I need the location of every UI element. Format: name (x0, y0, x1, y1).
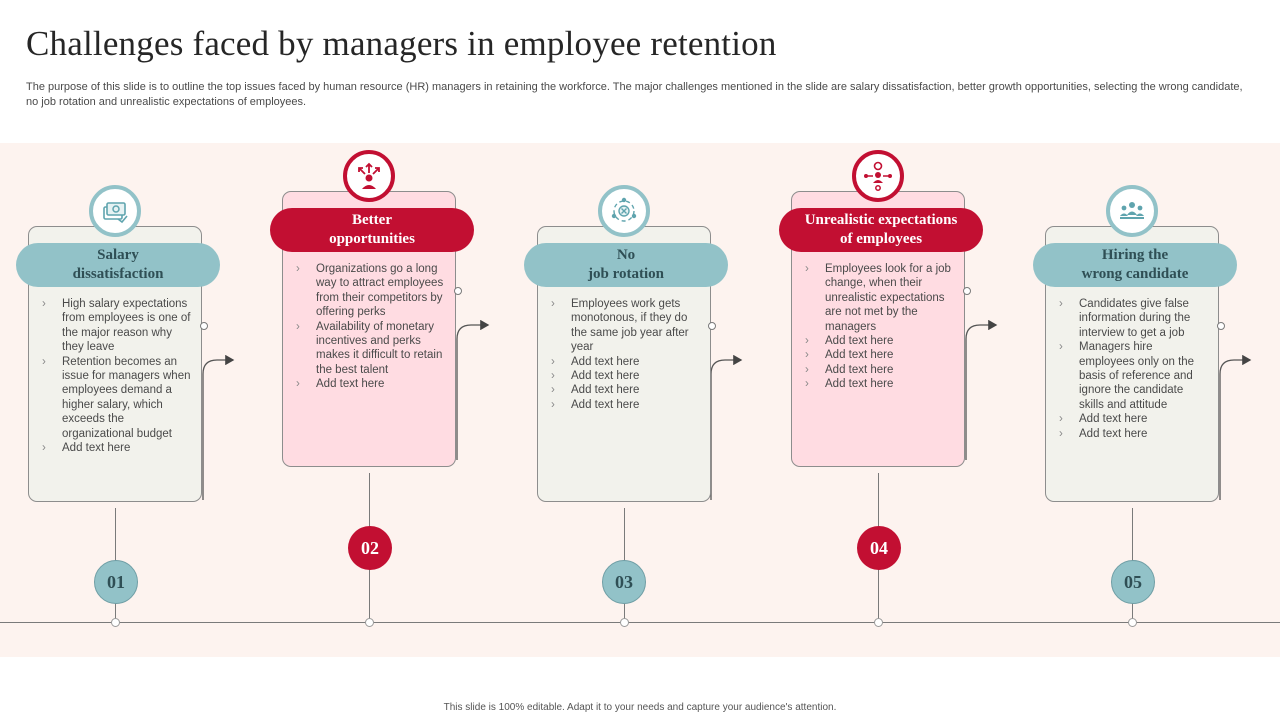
step-title-line1: Salary (97, 247, 139, 263)
rotation-cycle-icon (598, 185, 650, 237)
footer-note: This slide is 100% editable. Adapt it to… (443, 702, 837, 713)
bullet-item: Employees work gets monotonous, if they … (551, 297, 700, 355)
bullet-item: High salary expectations from employees … (42, 297, 191, 355)
bullet-item: Add text here (805, 363, 954, 378)
bullet-item: Organizations go a long way to attract e… (296, 262, 445, 320)
step-number-03: 03 (602, 560, 646, 604)
card-side-dot (708, 322, 716, 330)
card-side-dot (963, 287, 971, 295)
expectations-person-icon (852, 150, 904, 202)
step-title-04: Unrealistic expectations of employees (779, 208, 983, 252)
bullet-item: Add text here (296, 377, 445, 392)
timeline-baseline (0, 622, 1280, 623)
card-side-dot (200, 322, 208, 330)
team-group-icon (1106, 185, 1158, 237)
bullet-item: Add text here (805, 348, 954, 363)
bullet-item: Retention becomes an issue for managers … (42, 355, 191, 441)
timeline-dot (1128, 618, 1137, 627)
step-number-04: 04 (857, 526, 901, 570)
step-title-line1: Hiring the (1101, 247, 1169, 263)
bullet-item: Add text here (551, 369, 700, 384)
timeline-dot (620, 618, 629, 627)
slide-title: Challenges faced by managers in employee… (26, 24, 777, 63)
bullet-item: Add text here (42, 441, 191, 456)
step-title-line2: job rotation (588, 266, 664, 282)
step-title-line1: Unrealistic expectations (804, 212, 958, 228)
bullet-item: Availability of monetary incentives and … (296, 320, 445, 378)
step-title-02: Better opportunities (270, 208, 474, 252)
timeline-dot (874, 618, 883, 627)
step-title-01: Salary dissatisfaction (16, 243, 220, 287)
step-title-line2: opportunities (329, 231, 415, 247)
bullet-item: Add text here (551, 355, 700, 370)
salary-money-icon (89, 185, 141, 237)
bullet-item: Add text here (551, 398, 700, 413)
bullet-item: Add text here (1059, 427, 1208, 442)
step-number-02: 02 (348, 526, 392, 570)
bullet-item: Add text here (551, 383, 700, 398)
step-title-line1: No (616, 247, 636, 263)
step-number-01: 01 (94, 560, 138, 604)
bullet-item: Employees look for a job change, when th… (805, 262, 954, 334)
step-number-05: 05 (1111, 560, 1155, 604)
step-title-05: Hiring the wrong candidate (1033, 243, 1237, 287)
step-title-line2: dissatisfaction (72, 266, 164, 282)
step-title-line1: Better (352, 212, 392, 228)
growth-arrows-person-icon (343, 150, 395, 202)
bullet-item: Candidates give false information during… (1059, 297, 1208, 340)
step-title-line2: of employees (839, 231, 923, 247)
card-side-dot (1217, 322, 1225, 330)
bullet-item: Add text here (805, 334, 954, 349)
timeline-dot (365, 618, 374, 627)
bullet-item: Add text here (1059, 412, 1208, 427)
step-title-line2: wrong candidate (1081, 266, 1189, 282)
bullet-item: Add text here (805, 377, 954, 392)
step-title-03: No job rotation (524, 243, 728, 287)
timeline-dot (111, 618, 120, 627)
bullet-item: Managers hire employees only on the basi… (1059, 340, 1208, 412)
card-side-dot (454, 287, 462, 295)
slide-subtitle: The purpose of this slide is to outline … (26, 81, 1243, 108)
